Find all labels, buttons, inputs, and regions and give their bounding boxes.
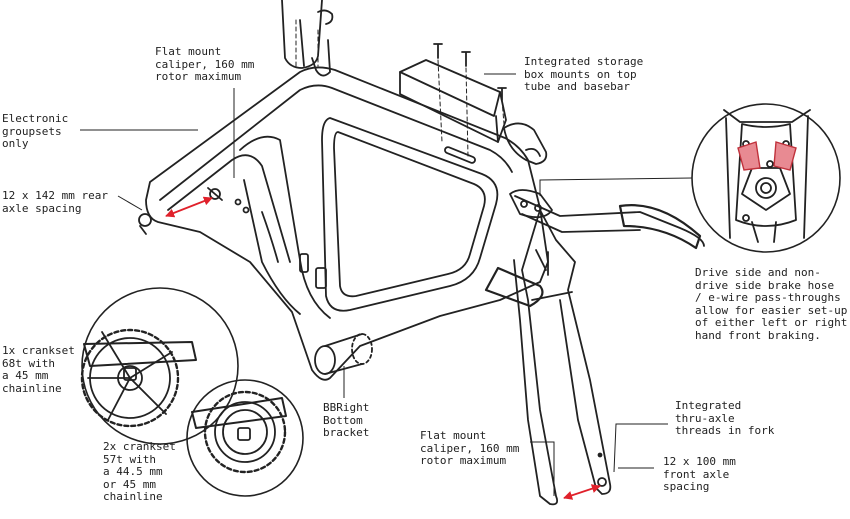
frame-ports bbox=[234, 146, 476, 289]
pass-through-highlights bbox=[737, 141, 797, 171]
assembly-dashes bbox=[295, 19, 505, 157]
seatpost bbox=[281, 0, 334, 77]
crankset-1x-detail bbox=[80, 287, 239, 445]
dimension-arrows bbox=[165, 196, 601, 500]
callout-front-axle: 12 x 100 mm front axle spacing bbox=[663, 455, 736, 493]
callout-brake-hose: Drive side and non- drive side brake hos… bbox=[695, 266, 848, 342]
cockpit bbox=[484, 189, 705, 308]
brake-hose-detail bbox=[691, 103, 841, 253]
callout-flat-mount-rear: Flat mount caliper, 160 mm rotor maximum bbox=[155, 45, 255, 83]
frame-outline bbox=[145, 66, 549, 381]
callout-flat-mount-front: Flat mount caliper, 160 mm rotor maximum bbox=[420, 429, 520, 467]
callout-rear-axle: 12 x 142 mm rear axle spacing bbox=[2, 189, 108, 215]
fork bbox=[513, 209, 612, 506]
callout-crankset-2x: 2x crankset 57t with a 44.5 mm or 45 mm … bbox=[103, 440, 176, 503]
leader-lines bbox=[80, 73, 693, 496]
callout-electronic: Electronic groupsets only bbox=[2, 112, 69, 150]
storage-bolts bbox=[433, 43, 507, 101]
callout-storage-box: Integrated storage box mounts on top tub… bbox=[524, 55, 644, 93]
crankset-2x-detail bbox=[186, 379, 304, 497]
callout-crankset-1x: 1x crankset 68t with a 45 mm chainline bbox=[2, 344, 75, 395]
rear-dropout bbox=[138, 187, 223, 235]
callout-thru-axle: Integrated thru-axle threads in fork bbox=[675, 399, 775, 437]
callout-bb: BBRight Bottom bracket bbox=[323, 401, 370, 439]
storage-box bbox=[399, 59, 548, 165]
